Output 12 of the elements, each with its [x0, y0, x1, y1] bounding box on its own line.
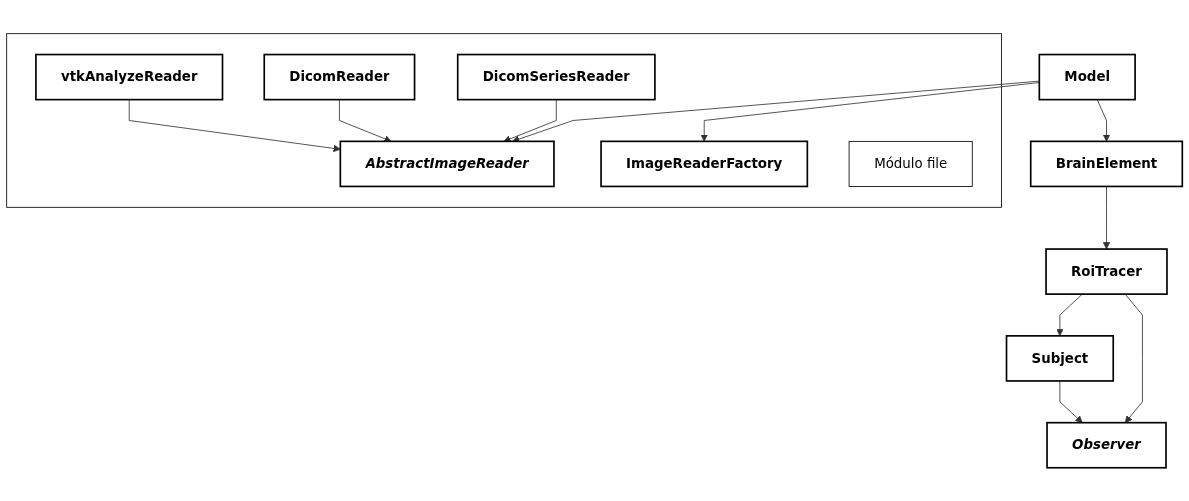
node-box: Subject — [1005, 334, 1115, 382]
node-box: RoiTracer — [1045, 248, 1168, 295]
node-box: DicomSeriesReader — [456, 53, 656, 101]
node-box: AbstractImageReader — [339, 140, 555, 188]
cluster — [6, 33, 1002, 208]
node-box: DicomReader — [263, 53, 416, 101]
node-box: Observer — [1046, 421, 1167, 469]
node-box: vtkAnalyzeReader — [35, 53, 224, 101]
node-box: Model — [1038, 53, 1136, 101]
node-box: BrainElement — [1029, 140, 1184, 188]
node-box: Módulo file — [848, 140, 973, 187]
node-box: ImageReaderFactory — [600, 140, 809, 188]
